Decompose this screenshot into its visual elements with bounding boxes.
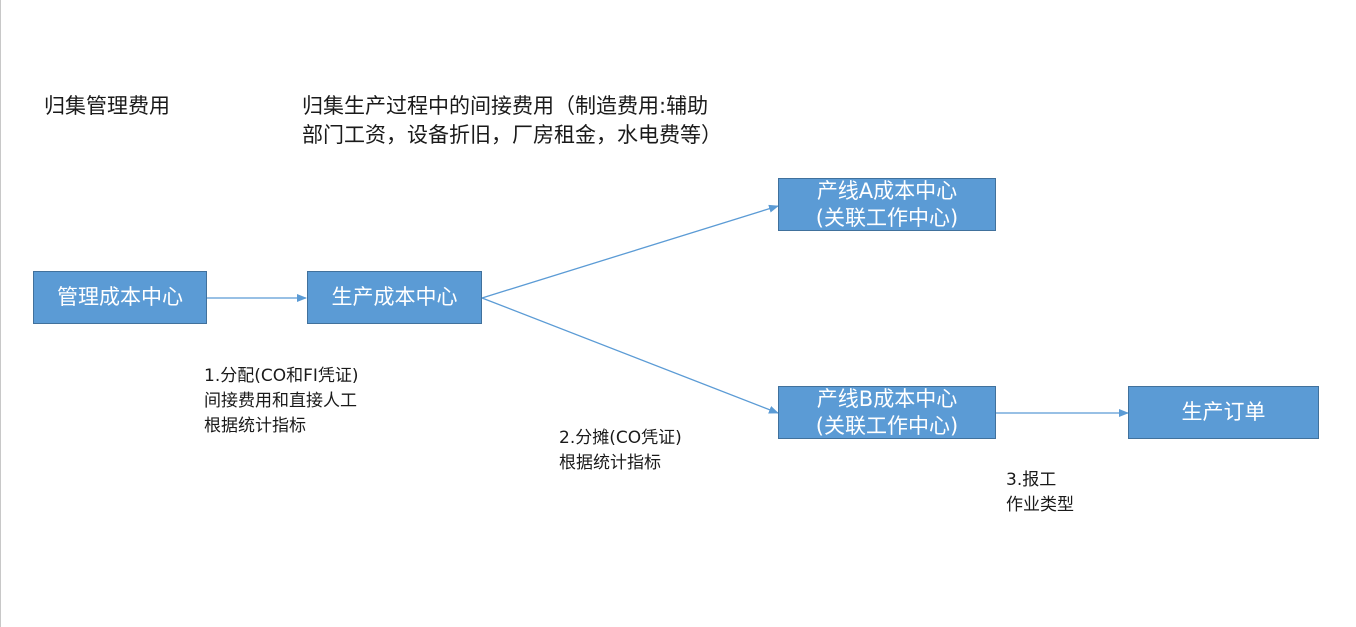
line-b-work-center-label: (关联工作中心): [815, 413, 959, 438]
note-collect-production-indirect-line1: 归集生产过程中的间接费用（制造费用:辅助: [302, 94, 709, 118]
note-collect-management-costs: 归集管理费用: [44, 94, 170, 118]
line-a-work-center-label: (关联工作中心): [815, 205, 959, 230]
line-b-cost-center-box: 产线B成本中心 (关联工作中心): [778, 386, 996, 439]
step1-detail: 间接费用和直接人工: [204, 391, 357, 411]
production-cost-center-label: 生产成本中心: [331, 285, 458, 309]
arrow-prod-to-line-b: [481, 297, 779, 414]
step1-title: 1.分配(CO和FI凭证): [204, 366, 359, 386]
step3-title: 3.报工: [1006, 470, 1057, 490]
production-cost-center-box: 生产成本中心: [307, 271, 482, 324]
step2-basis: 根据统计指标: [559, 453, 661, 473]
production-order-box: 生产订单: [1128, 386, 1319, 439]
line-a-cost-center-box: 产线A成本中心 (关联工作中心): [778, 178, 996, 231]
management-cost-center-label: 管理成本中心: [57, 285, 183, 309]
step2-title: 2.分摊(CO凭证): [559, 428, 682, 448]
production-order-label: 生产订单: [1181, 400, 1266, 424]
note-collect-production-indirect-line2: 部门工资，设备折旧，厂房租金，水电费等）: [302, 123, 722, 147]
line-a-cost-center-label: 产线A成本中心: [816, 178, 958, 203]
arrow-prod-to-line-a: [481, 204, 779, 299]
management-cost-center-box: 管理成本中心: [33, 271, 207, 324]
step1-basis: 根据统计指标: [204, 416, 306, 436]
step3-activity-type: 作业类型: [1006, 495, 1074, 515]
line-b-cost-center-label: 产线B成本中心: [816, 386, 958, 411]
left-border-line: [0, 0, 1, 627]
